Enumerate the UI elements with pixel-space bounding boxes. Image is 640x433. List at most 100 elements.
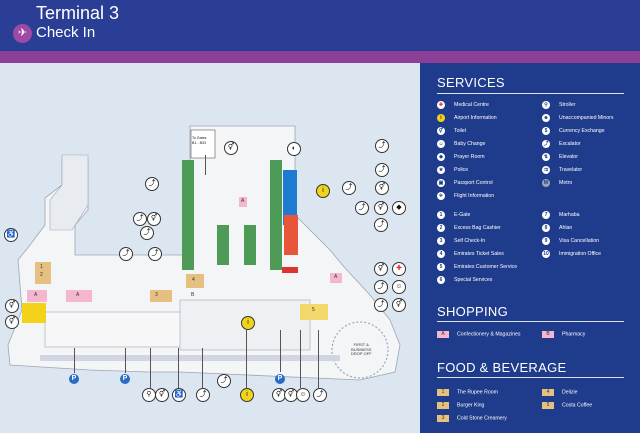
escalator-pin[interactable]: ⤴ [145, 177, 159, 191]
stroller-pin[interactable]: ⚲ [142, 388, 156, 402]
airplane-icon: ✈ [13, 24, 32, 43]
header-stripe [0, 51, 640, 63]
legend-label: Metro [559, 180, 573, 186]
baby-change-icon: ☺ [437, 140, 445, 148]
red-desk [282, 267, 298, 273]
shop-a [66, 290, 92, 302]
toilet-pin[interactable]: ⚥ [5, 315, 19, 329]
escalator-pin[interactable]: ⤴ [196, 388, 210, 402]
legend-currency-exchange: $Currency Exchange [542, 127, 605, 135]
legend-label: Emirates Ticket Sales [454, 251, 504, 257]
legend-baby-change: ☺Baby Change [437, 140, 485, 148]
legend-stroller: ⚲Stroller [542, 101, 575, 109]
shop-code: A [241, 198, 245, 204]
shop-code: A [76, 292, 80, 298]
legend-label: Confectionery & Magazines [457, 331, 521, 338]
legend-label: Medical Centre [454, 102, 489, 108]
toilet-pin[interactable]: ⚥ [224, 141, 238, 155]
escalator-pin[interactable]: ⤴ [313, 388, 327, 402]
escalator-pin[interactable]: ⤴ [355, 201, 369, 215]
police-icon: ★ [437, 166, 445, 174]
legend-label: Immigration Office [559, 251, 601, 257]
stroller-pin[interactable]: ⤴ [133, 212, 147, 226]
metro-icon: M [542, 179, 550, 187]
legend-travelator: ⇉Travelator [542, 166, 582, 174]
escalator-pin[interactable]: ⤴ [374, 298, 388, 312]
medical-pin[interactable]: ✚ [392, 262, 406, 276]
toilet-icon: ⚥ [437, 127, 445, 135]
legend-label: Visa Cancellation [559, 238, 599, 244]
escalator-pin[interactable]: ◐ [287, 142, 301, 156]
prayer-room-icon: ◆ [437, 153, 445, 161]
elevator-pin[interactable]: ⤴ [374, 218, 388, 232]
terminal-floor-map [7, 125, 401, 381]
legend-toilet: ⚥Toilet [437, 127, 466, 135]
shop-a [27, 290, 47, 302]
toilet-pin[interactable]: ⚥ [375, 181, 389, 195]
stroller-pin[interactable]: ⚥ [147, 212, 161, 226]
legend-label: Special Services [454, 277, 493, 283]
info-icon: i [437, 114, 445, 122]
toilet-pin[interactable]: ⚥ [392, 298, 406, 312]
parking-pin[interactable]: P [69, 374, 79, 384]
legend-elevator: ⇅Elevator [542, 153, 578, 161]
shop-code: A [34, 292, 38, 298]
wheelchair-pin[interactable]: ♿ [4, 228, 18, 242]
escalator-pin[interactable]: ⤴ [375, 163, 389, 177]
escalator-pin[interactable]: ⤴ [342, 181, 356, 195]
wheelchair-pin[interactable]: ♿ [172, 388, 186, 402]
escalator-pin[interactable]: ⤴ [374, 280, 388, 294]
legend-label: Pharmacy [562, 331, 586, 338]
escalator-pin[interactable]: ⤴ [148, 247, 162, 261]
baby-change-pin[interactable]: ☺ [296, 388, 310, 402]
number-badge: 1 [437, 211, 445, 219]
legend-label: Ahlan [559, 225, 573, 231]
toilet-pin[interactable]: ⚥ [374, 201, 388, 215]
info-pin[interactable]: i [241, 316, 255, 330]
legend-label: Police [454, 167, 469, 173]
toilet-pin[interactable]: ⚥ [5, 299, 19, 313]
legend-label: Currency Exchange [559, 128, 605, 134]
escalator-pin[interactable]: ⤴ [217, 374, 231, 388]
legend-label: Self Check-In [454, 238, 486, 244]
baby-change-pin[interactable]: ☺ [392, 280, 406, 294]
shop-code-swatch: B [542, 331, 554, 338]
info-pin[interactable]: i [240, 388, 254, 402]
parking-strip [40, 355, 340, 361]
escalator-pin[interactable]: ⤴ [375, 139, 389, 153]
legend-flight-information: ✈Flight Information [437, 192, 494, 200]
escalator-pin[interactable]: ⤴ [140, 226, 154, 240]
gates-label: To Gates B1 - B33 [192, 136, 207, 145]
lower-hall [44, 311, 186, 348]
info-pin[interactable]: i [316, 184, 330, 198]
prayer-room-pin[interactable]: ◆ [392, 201, 406, 215]
dropoff-line: DROP OFF [351, 351, 372, 356]
legend-label: Excess Bag Cashier [454, 225, 501, 231]
toilet-pin[interactable]: ⚥ [374, 262, 388, 276]
fb-code: 4 [192, 277, 195, 283]
travelator-icon: ⇉ [542, 166, 550, 174]
legend-metro: M Metro [542, 179, 572, 187]
food-code-swatch: 5 [542, 402, 554, 409]
parking-pin[interactable]: P [120, 374, 130, 384]
toilet-pin[interactable]: ⚥ [155, 388, 169, 402]
divider [437, 377, 624, 378]
escalator-pin[interactable]: ⤴ [119, 247, 133, 261]
parking-pin[interactable]: P [275, 374, 285, 384]
fb-block [300, 304, 328, 320]
number-badge: 4 [437, 250, 445, 258]
legend-medical-centre: ✚ Medical Centre [437, 101, 489, 109]
number-badge: 5 [437, 263, 445, 271]
flight-information-icon: ✈ [437, 192, 445, 200]
legend-label: Elevator [559, 154, 579, 160]
medical-cross-icon: ✚ [437, 101, 445, 109]
